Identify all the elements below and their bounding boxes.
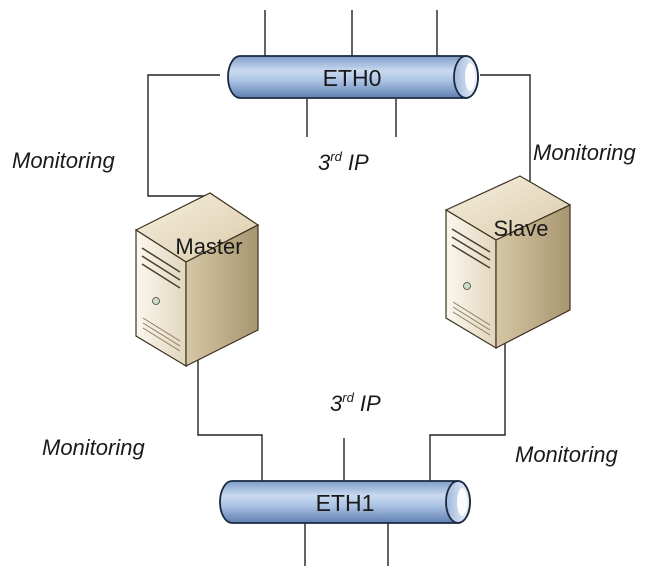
slave-label: Slave	[493, 216, 548, 241]
eth0-label: ETH0	[323, 65, 382, 91]
slave-eth1-link	[429, 262, 506, 482]
master-label: Master	[175, 234, 242, 259]
monitoring-label-slave-eth1: Monitoring	[515, 442, 618, 467]
monitoring-label-slave-eth0: Monitoring	[533, 140, 636, 165]
eth1-bus: ETH1	[219, 480, 471, 524]
monitoring-label-master-eth0: Monitoring	[12, 148, 115, 173]
third-ip-label-top: 3rd IP	[318, 149, 369, 175]
monitoring-label-master-eth1: Monitoring	[42, 435, 145, 460]
third-ip-label-bottom: 3rd IP	[330, 390, 381, 416]
master-server-icon: Master	[134, 192, 260, 368]
eth0-bus: ETH0	[227, 55, 479, 99]
eth1-label: ETH1	[316, 490, 375, 516]
master-eth0-link	[147, 74, 220, 197]
slave-eth0-link	[480, 74, 531, 183]
slave-server-icon: Slave	[444, 175, 572, 350]
connection-lines	[147, 10, 531, 566]
